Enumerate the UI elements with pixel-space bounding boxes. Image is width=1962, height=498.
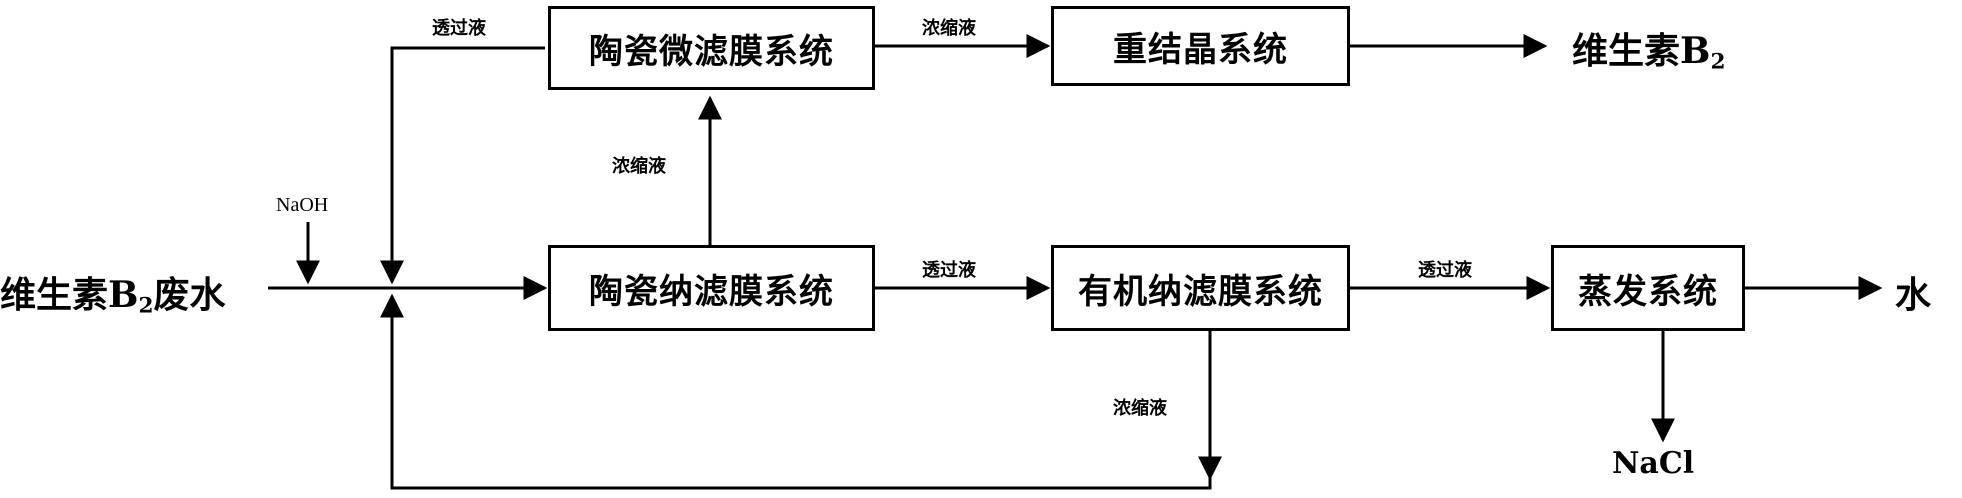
ceramic-nanofiltration-box: 陶瓷纳滤膜系统 — [548, 245, 875, 331]
vitamin-b2-output-label: 维生素B2 — [1572, 30, 1726, 75]
flow-label-nf-concentrate-up: 浓缩液 — [612, 156, 666, 177]
flow-label-organic-nf-concentrate: 浓缩液 — [1113, 398, 1167, 419]
naoh-label: NaOH — [276, 194, 329, 216]
flow-label-mf-concentrate: 浓缩液 — [922, 18, 976, 39]
flow-label-mf-permeate: 透过液 — [432, 18, 486, 39]
flow-label-organic-nf-permeate: 透过液 — [1418, 260, 1472, 281]
flow-label-ceramic-nf-permeate: 透过液 — [922, 260, 976, 281]
organic-nanofiltration-box: 有机纳滤膜系统 — [1051, 245, 1350, 331]
recrystallization-box: 重结晶系统 — [1051, 6, 1350, 86]
flow-organic-nf-concentrate-recycle — [380, 293, 1212, 490]
water-output-label: 水 — [1895, 274, 1932, 316]
waste-water-input-label: 维生素B2废水 — [0, 274, 226, 319]
evaporation-box: 蒸发系统 — [1551, 245, 1745, 331]
ceramic-microfiltration-box: 陶瓷微滤膜系统 — [548, 6, 875, 90]
flow-mf-permeate-recycle — [380, 46, 545, 285]
nacl-output-label: NaCl — [1612, 446, 1695, 481]
